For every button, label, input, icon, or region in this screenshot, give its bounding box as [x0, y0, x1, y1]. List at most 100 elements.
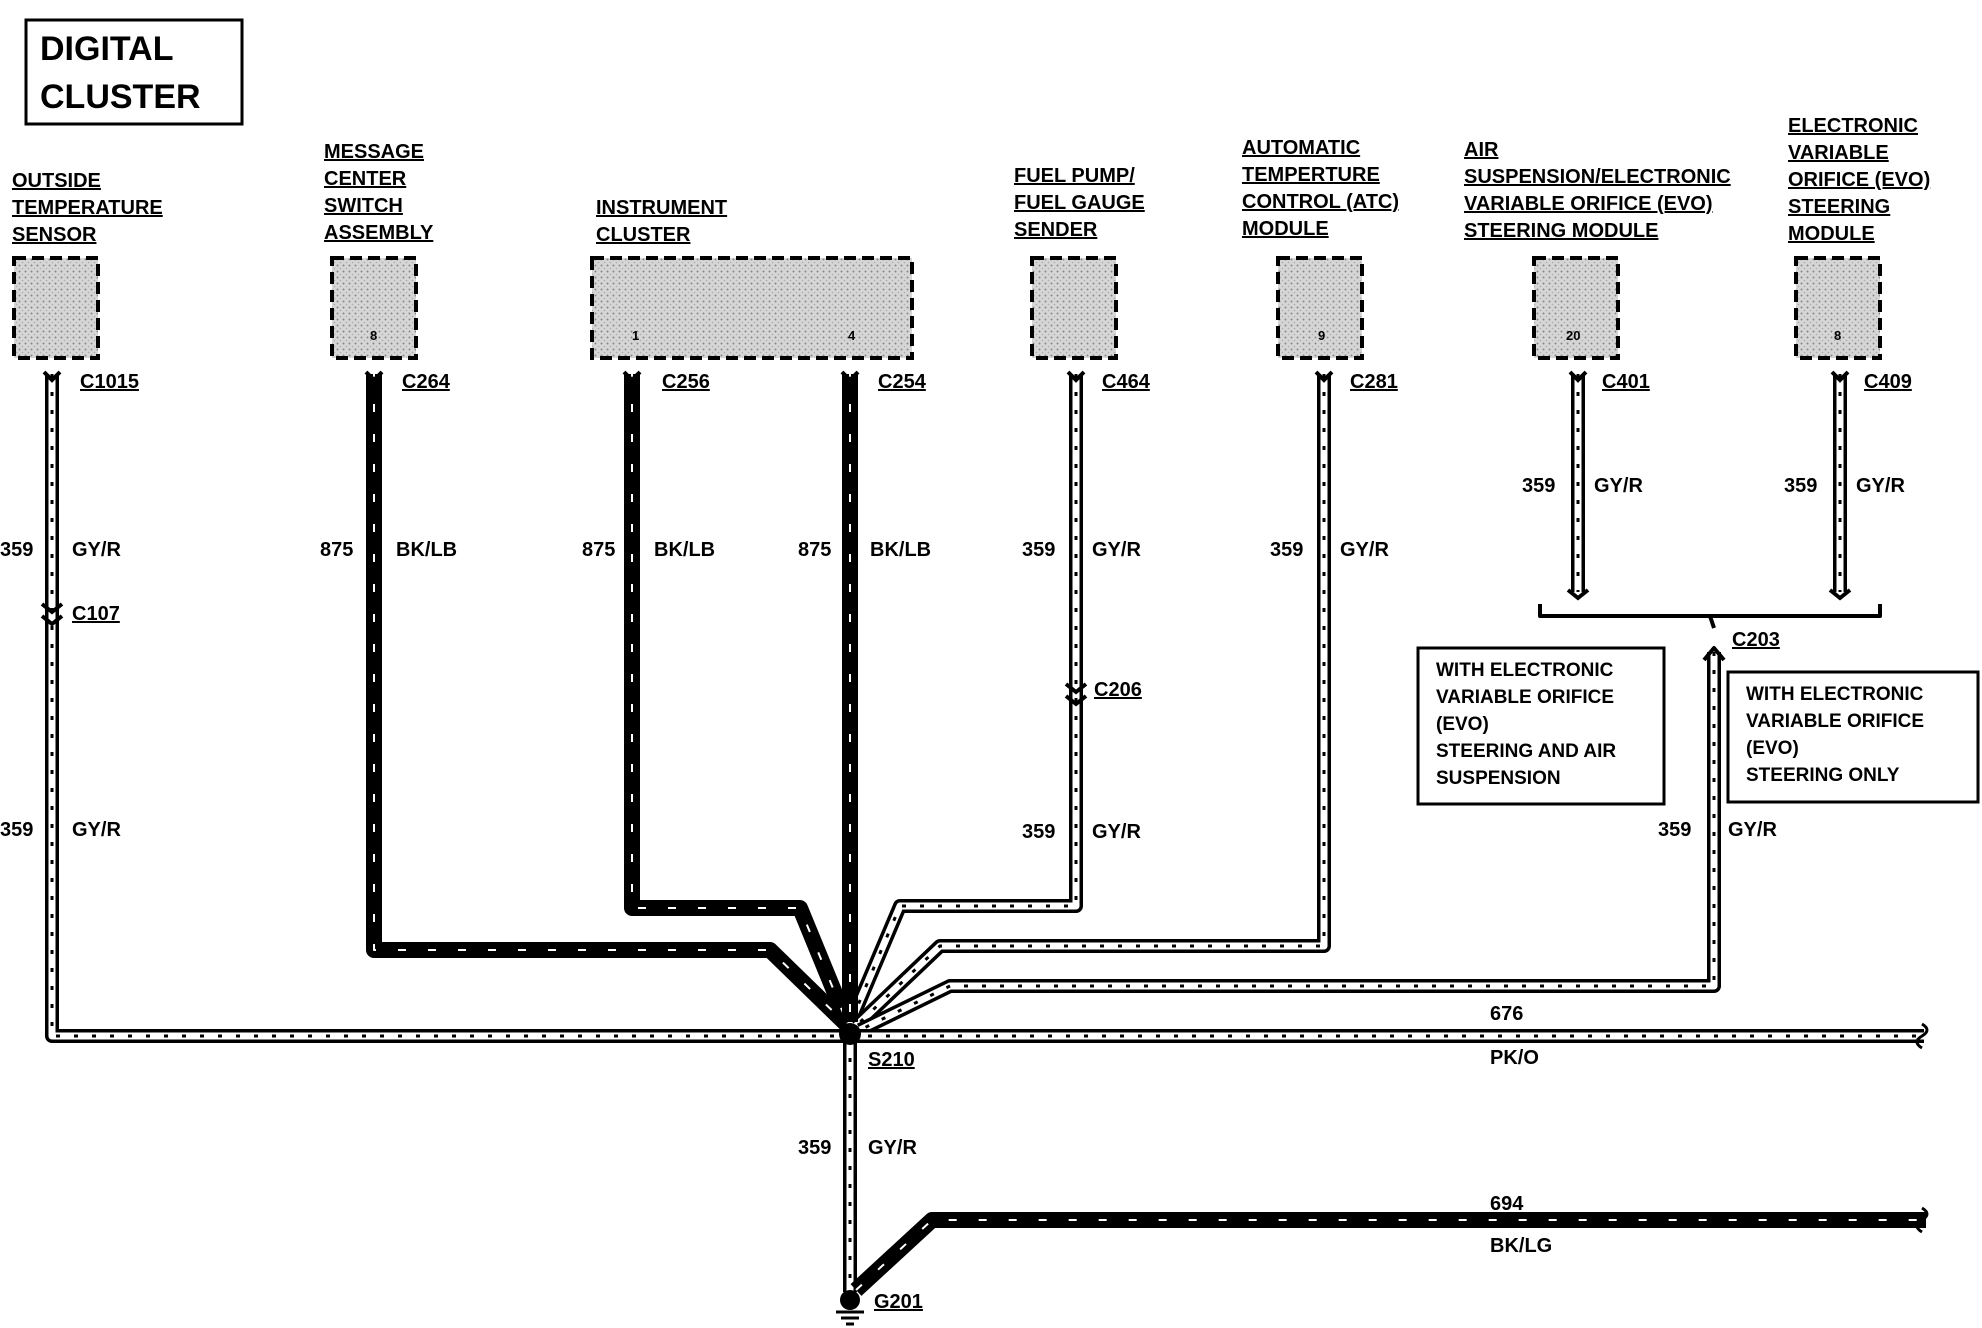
outside-temp-label-1: OUTSIDE: [12, 170, 101, 192]
atc-label-4: MODULE: [1242, 218, 1329, 240]
fuel-pump-label-3: SENDER: [1014, 219, 1098, 241]
c409-label: C409: [1864, 371, 1912, 393]
wire-pko-label: PK/O: [1490, 1047, 1539, 1069]
wire-359-f: 359: [1522, 475, 1555, 497]
pin-evo: 8: [1834, 328, 1841, 343]
connector-symbols: [40, 370, 1852, 707]
wire-c256: [624, 374, 854, 1024]
evo-label-1: ELECTRONIC: [1788, 115, 1918, 137]
atc-box: [1276, 256, 1364, 360]
wire-694: [850, 1212, 1926, 1296]
wire-359-g: 359: [1784, 475, 1817, 497]
wire-gyr-i: GY/R: [868, 1137, 917, 1159]
wire-694-break: [1915, 1206, 1929, 1234]
wire-fuel-pump: [843, 374, 1083, 1027]
wire-875-b: 875: [582, 539, 615, 561]
c203-connector: [1702, 646, 1726, 662]
air-susp-label-1: AIR: [1464, 139, 1499, 161]
c256-symbol: [622, 370, 642, 383]
pin-numbers: 8 1 4 9 20 8: [370, 328, 1841, 343]
pin-air-susp: 20: [1566, 328, 1580, 343]
light-wires: [45, 374, 1924, 1292]
message-center-box: [330, 256, 418, 360]
wire-gyr-a: GY/R: [72, 539, 121, 561]
c464-label: C464: [1102, 371, 1151, 393]
wire-359-a: 359: [0, 539, 33, 561]
wire-outside-temp: [45, 374, 850, 1043]
c281-label: C281: [1350, 371, 1398, 393]
note-evo-air-3: (EVO): [1436, 714, 1489, 735]
c401-end-symbol: [1566, 588, 1590, 601]
c409-symbol: [1830, 370, 1850, 383]
note-evo-only: WITH ELECTRONIC VARIABLE ORIFICE (EVO) S…: [1746, 684, 1924, 786]
ground-symbol: [836, 1310, 864, 1326]
c264-symbol: [364, 370, 384, 383]
evo-label-2: VARIABLE: [1788, 142, 1889, 164]
c264-label: C264: [402, 371, 451, 393]
air-susp-box: [1532, 256, 1620, 360]
evo-label-4: STEERING: [1788, 196, 1890, 218]
wires: [45, 374, 1929, 1296]
note-evo-air-4: STEERING AND AIR: [1436, 741, 1616, 762]
wire-gyr-c: GY/R: [1092, 539, 1141, 561]
c1015-symbol: [42, 370, 62, 383]
component-boxes: [12, 256, 1882, 360]
splice-s210-dot: [839, 1023, 861, 1045]
evo-box: [1794, 256, 1882, 360]
message-center-label-2: CENTER: [324, 168, 407, 190]
wire-676-break: [1915, 1022, 1929, 1050]
note-evo-air-1: WITH ELECTRONIC: [1436, 660, 1614, 681]
wire-bklb-c: BK/LB: [870, 539, 931, 561]
wire-359-d: 359: [1022, 821, 1055, 843]
pin-atc: 9: [1318, 328, 1325, 343]
c206-label: C206: [1094, 679, 1142, 701]
fuel-pump-label-1: FUEL PUMP/: [1014, 165, 1135, 187]
wire-labels: 359 GY/R 359 GY/R 875 BK/LB 875 BK/LB 87…: [0, 475, 1905, 1257]
component-labels: OUTSIDE TEMPERATURE SENSOR MESSAGE CENTE…: [12, 115, 1930, 246]
c203-bracket: [1538, 604, 1882, 618]
wire-gyr-e: GY/R: [1340, 539, 1389, 561]
title-line-2: CLUSTER: [40, 78, 201, 116]
atc-label-3: CONTROL (ATC): [1242, 191, 1399, 213]
note-evo-only-3: (EVO): [1746, 738, 1799, 759]
title-line-1: DIGITAL: [40, 30, 173, 68]
fuel-pump-box: [1030, 256, 1118, 360]
wire-359-e: 359: [1270, 539, 1303, 561]
atc-label-2: TEMPERTURE: [1242, 164, 1380, 186]
wire-gyr-d: GY/R: [1092, 821, 1141, 843]
note-evo-only-2: VARIABLE ORIFICE: [1746, 711, 1924, 732]
pin-cluster-1: 1: [632, 328, 639, 343]
wire-atc: [851, 374, 1331, 1032]
evo-label-5: MODULE: [1788, 223, 1875, 245]
instrument-cluster-label-2: CLUSTER: [596, 224, 691, 246]
instrument-cluster-box: [590, 256, 914, 360]
c254-label: C254: [878, 371, 927, 393]
message-center-label-3: SWITCH: [324, 195, 403, 217]
note-evo-air-5: SUSPENSION: [1436, 768, 1561, 789]
c464-symbol: [1066, 370, 1086, 383]
wire-gyr-h: GY/R: [1728, 819, 1777, 841]
air-susp-label-4: STEERING MODULE: [1464, 220, 1658, 242]
connector-labels: C1015 C107 C264 C256 C254 C464 C206 C281…: [72, 371, 1912, 1313]
c254-symbol: [840, 370, 860, 383]
c401-label: C401: [1602, 371, 1650, 393]
note-evo-only-4: STEERING ONLY: [1746, 765, 1900, 786]
message-center-label-4: ASSEMBLY: [324, 222, 434, 244]
c409-end-symbol: [1828, 588, 1852, 601]
note-evo-only-box: [1726, 670, 1980, 804]
g201-label: G201: [874, 1291, 923, 1313]
dark-wires: [366, 374, 1926, 1296]
message-center-label-1: MESSAGE: [324, 141, 424, 163]
air-susp-label-2: SUSPENSION/ELECTRONIC: [1464, 166, 1731, 188]
c281-symbol: [1314, 370, 1334, 383]
wire-bklb-b: BK/LB: [654, 539, 715, 561]
note-evo-air-box: [1416, 646, 1666, 806]
c203-label: C203: [1732, 629, 1780, 651]
wire-694-label: 694: [1490, 1193, 1524, 1215]
wire-875-c: 875: [798, 539, 831, 561]
c206-symbol: [1064, 682, 1088, 707]
outside-temp-label-2: TEMPERATURE: [12, 197, 163, 219]
pin-message-center: 8: [370, 328, 377, 343]
